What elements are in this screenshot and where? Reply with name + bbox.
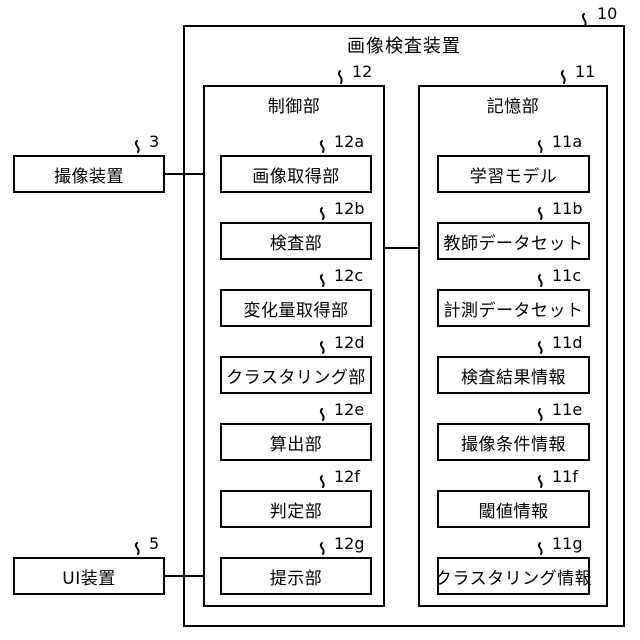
storage-box-learning-model[interactable]: 学習モデル (437, 155, 590, 193)
storage-unit-title: 記憶部 (486, 97, 540, 117)
connector-control-unit-to-storage-unit (385, 247, 418, 249)
ref-label-3: 3 (149, 132, 160, 151)
module-box-inspection[interactable]: 検査部 (220, 222, 372, 260)
module-box-clustering[interactable]: クラスタリング部 (220, 356, 372, 394)
ref-label-11d: 11d (552, 333, 583, 352)
ref-label-12g: 12g (334, 534, 365, 553)
ref-label-12e: 12e (334, 400, 365, 419)
ref-label-11c: 11c (552, 266, 582, 285)
control-unit-title: 制御部 (267, 97, 321, 117)
connector-ui-device-to-control-unit (165, 575, 203, 577)
ref-label-11e: 11e (552, 400, 583, 419)
storage-box-threshold-info[interactable]: 閾値情報 (437, 490, 590, 528)
ref-label-12a: 12a (334, 132, 365, 151)
ref-label-12: 12 (352, 62, 373, 81)
module-box-presentation[interactable]: 提示部 (220, 557, 372, 595)
storage-box-inspection-result-info[interactable]: 検査結果情報 (437, 356, 590, 394)
ref-label-12f: 12f (334, 467, 360, 486)
image-inspection-device-title: 画像検査装置 (347, 36, 461, 57)
ref-label-5: 5 (149, 534, 160, 553)
external-box-imaging-device[interactable]: 撮像装置 (13, 155, 165, 193)
connector-imaging-device-to-control-unit (165, 173, 203, 175)
ref-label-12c: 12c (334, 266, 364, 285)
module-box-change-amount-acquisition[interactable]: 変化量取得部 (220, 289, 372, 327)
storage-box-imaging-condition-info[interactable]: 撮像条件情報 (437, 423, 590, 461)
module-box-determination[interactable]: 判定部 (220, 490, 372, 528)
ref-label-12d: 12d (334, 333, 365, 352)
external-box-ui-device[interactable]: UI装置 (13, 557, 165, 595)
ref-label-12b: 12b (334, 199, 365, 218)
ref-label-11a: 11a (552, 132, 583, 151)
module-box-calculation[interactable]: 算出部 (220, 423, 372, 461)
module-box-image-acquisition[interactable]: 画像取得部 (220, 155, 372, 193)
ref-label-11f: 11f (552, 467, 578, 486)
storage-box-clustering-info[interactable]: クラスタリング情報 (435, 557, 592, 595)
ref-label-10: 10 (597, 4, 618, 23)
storage-box-teacher-dataset[interactable]: 教師データセット (437, 222, 590, 260)
storage-box-measurement-dataset[interactable]: 計測データセット (437, 289, 590, 327)
ref-label-11: 11 (575, 62, 596, 81)
ref-label-11g: 11g (552, 534, 583, 553)
ref-label-11b: 11b (552, 199, 583, 218)
